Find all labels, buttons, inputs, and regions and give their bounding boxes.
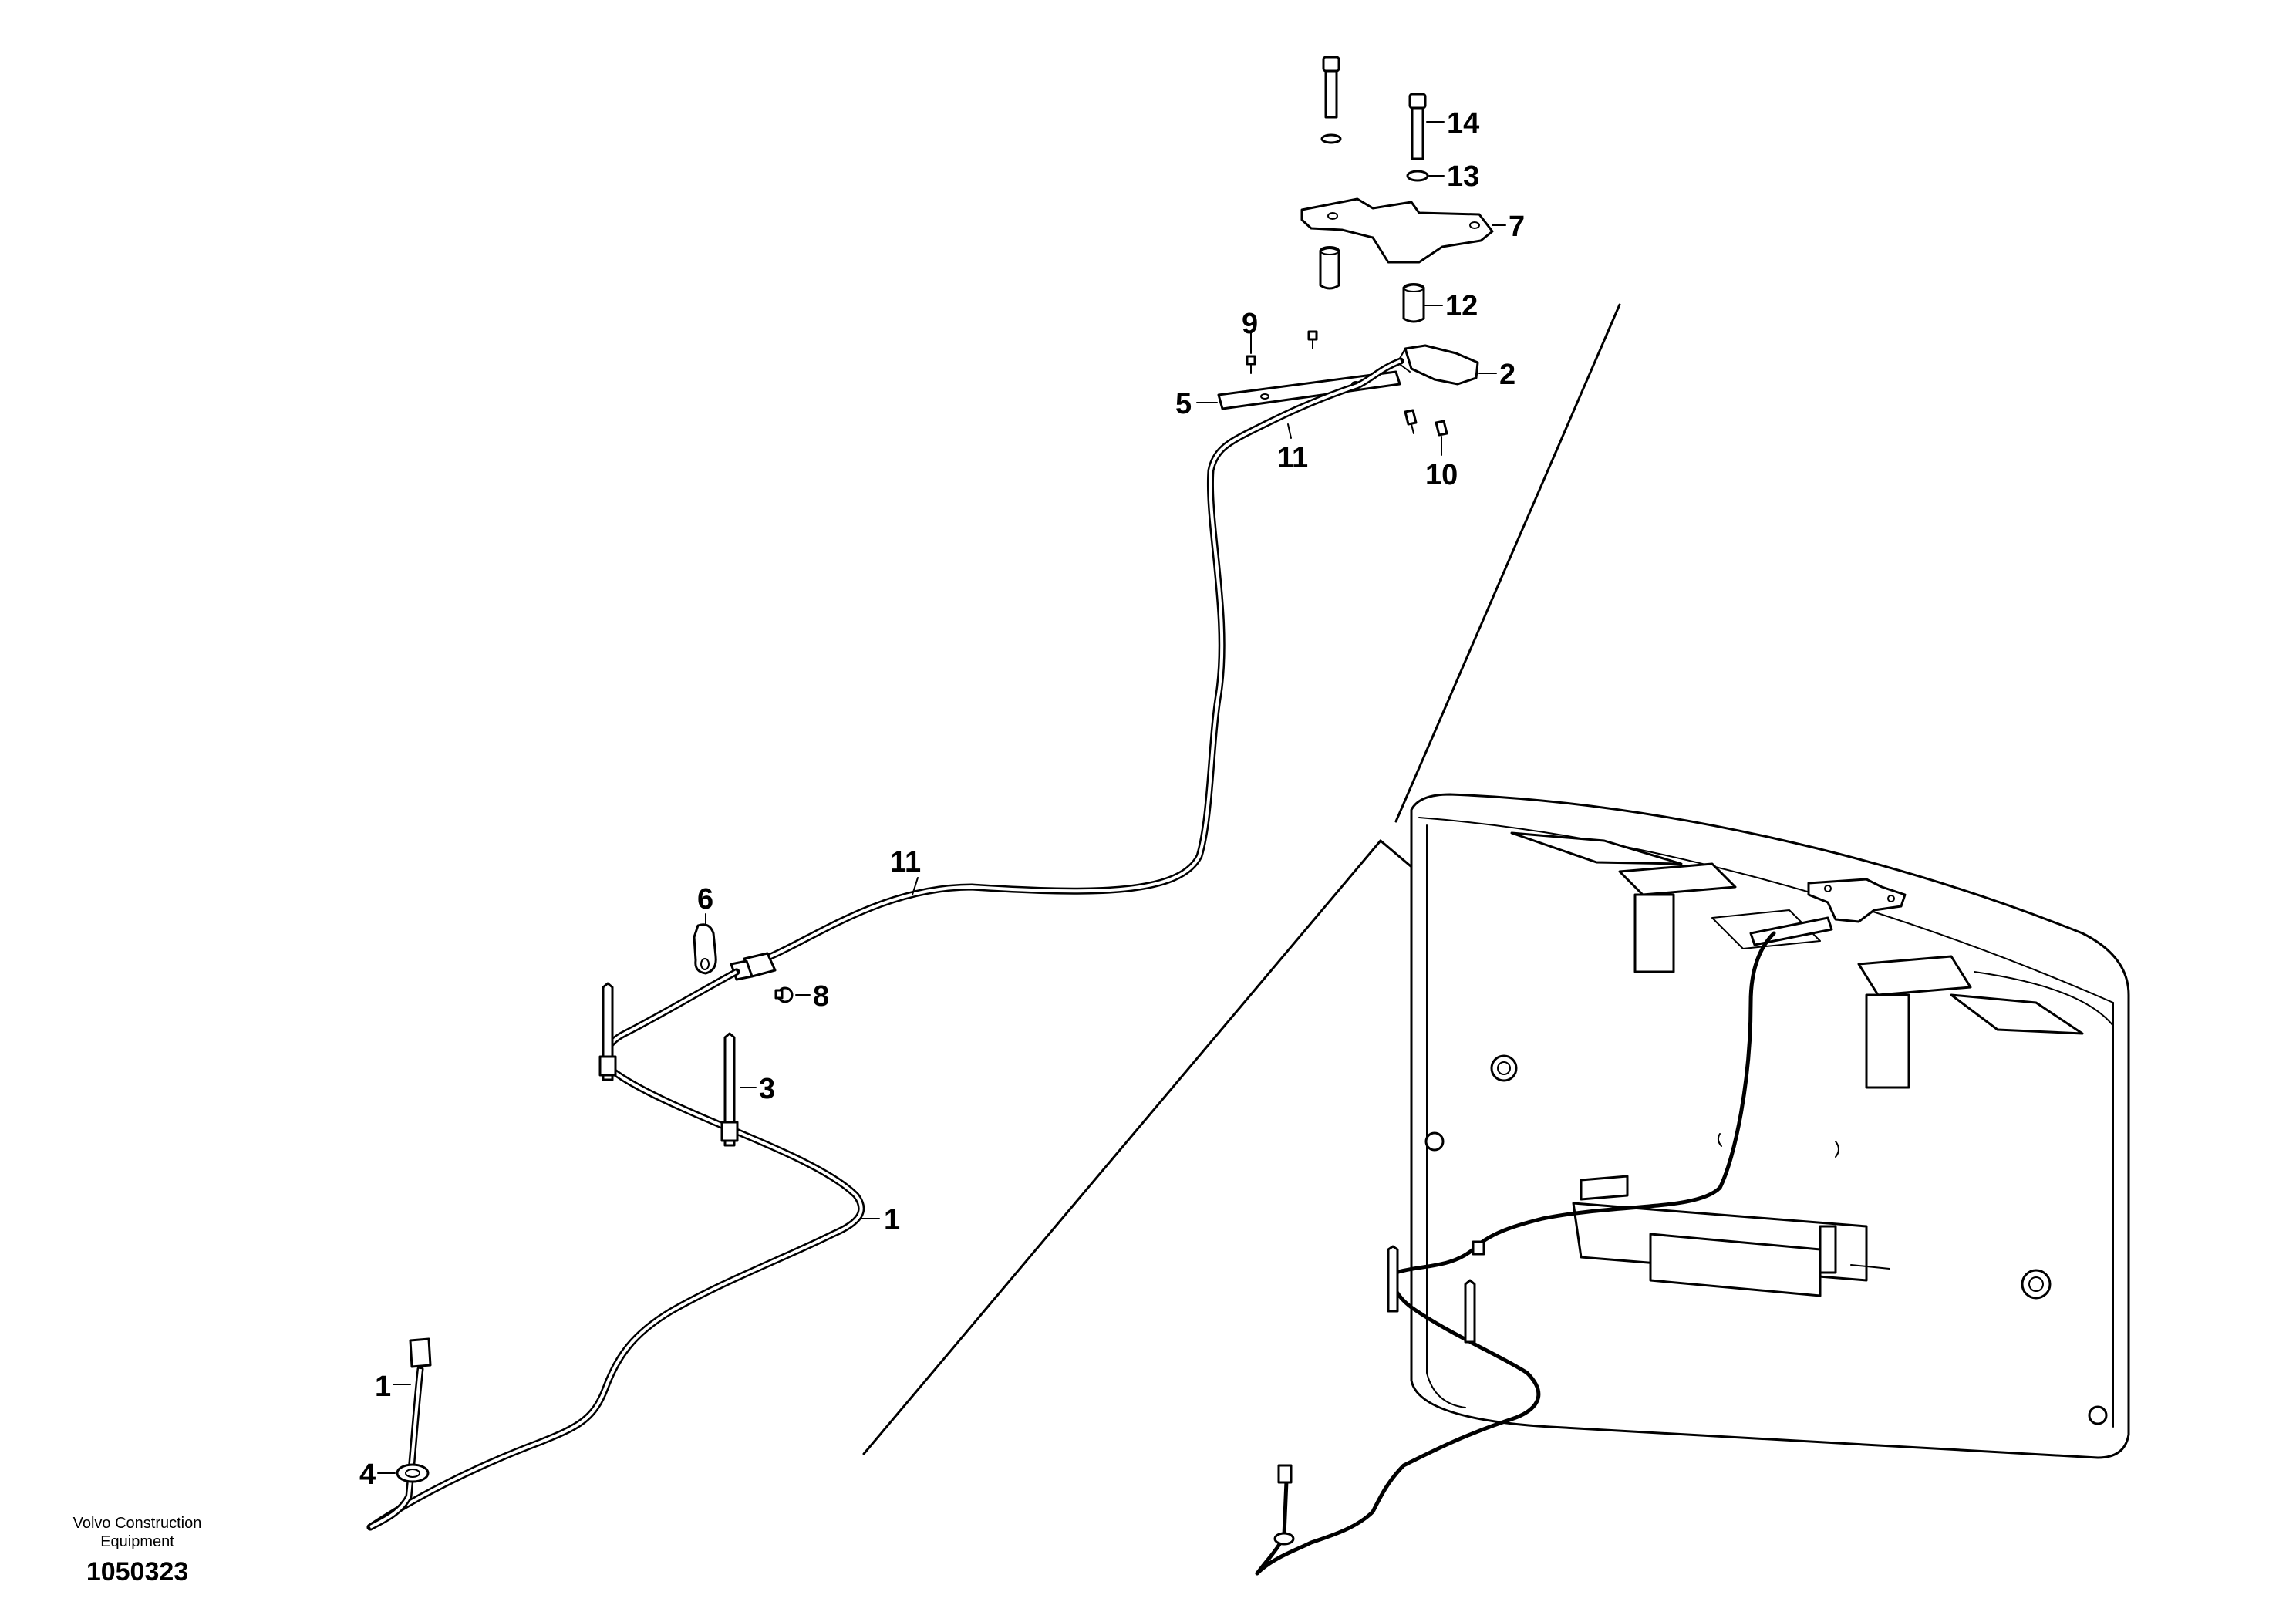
screw-10a: [1404, 409, 1418, 434]
screw-10b: [1435, 420, 1448, 456]
bolt-left: [1320, 56, 1342, 144]
harness-1: [366, 968, 865, 1531]
brand-name-line2: Equipment: [100, 1533, 174, 1550]
callout-12: 12: [1445, 290, 1478, 322]
terminal-1: [393, 1337, 432, 1385]
callout-5: 5: [1175, 388, 1192, 420]
spacer-12: [1402, 283, 1443, 323]
callout-4: 4: [359, 1458, 376, 1491]
clip-6: [693, 913, 717, 975]
callout-11-upper: 11: [1277, 442, 1308, 474]
bolt-14: [1408, 93, 1445, 160]
screw-8: [774, 986, 811, 1003]
screw-9: [1246, 339, 1256, 374]
screw-upper: [1307, 330, 1318, 349]
callout-7: 7: [1509, 211, 1525, 243]
counterweight: [1410, 793, 2130, 1459]
grommet-4: [377, 1463, 430, 1483]
figure-number: 1050323: [86, 1557, 188, 1587]
cable-tie-left: [598, 982, 617, 1081]
cable-tie-3: [720, 1032, 757, 1147]
cable-11: [737, 357, 1404, 972]
callout-1-left: 1: [375, 1371, 391, 1403]
callout-9: 9: [1242, 308, 1258, 340]
cable-connector: [730, 952, 777, 981]
sensor-2: [1397, 344, 1497, 386]
counterweight-harness: [1255, 931, 1776, 1576]
callout-13: 13: [1447, 160, 1479, 193]
callout-3: 3: [759, 1073, 775, 1105]
callout-11-lower: 11: [890, 846, 921, 878]
spacer-left: [1319, 246, 1340, 290]
callout-6: 6: [697, 883, 713, 916]
callout-14: 14: [1447, 107, 1479, 140]
callout-2: 2: [1499, 359, 1515, 391]
bracket-7: [1300, 197, 1506, 264]
callout-10: 10: [1425, 459, 1458, 491]
callout-1-right: 1: [884, 1204, 900, 1236]
callout-8: 8: [813, 980, 829, 1013]
brand-name-line1: Volvo Construction: [73, 1515, 202, 1532]
washer-13: [1406, 170, 1445, 182]
